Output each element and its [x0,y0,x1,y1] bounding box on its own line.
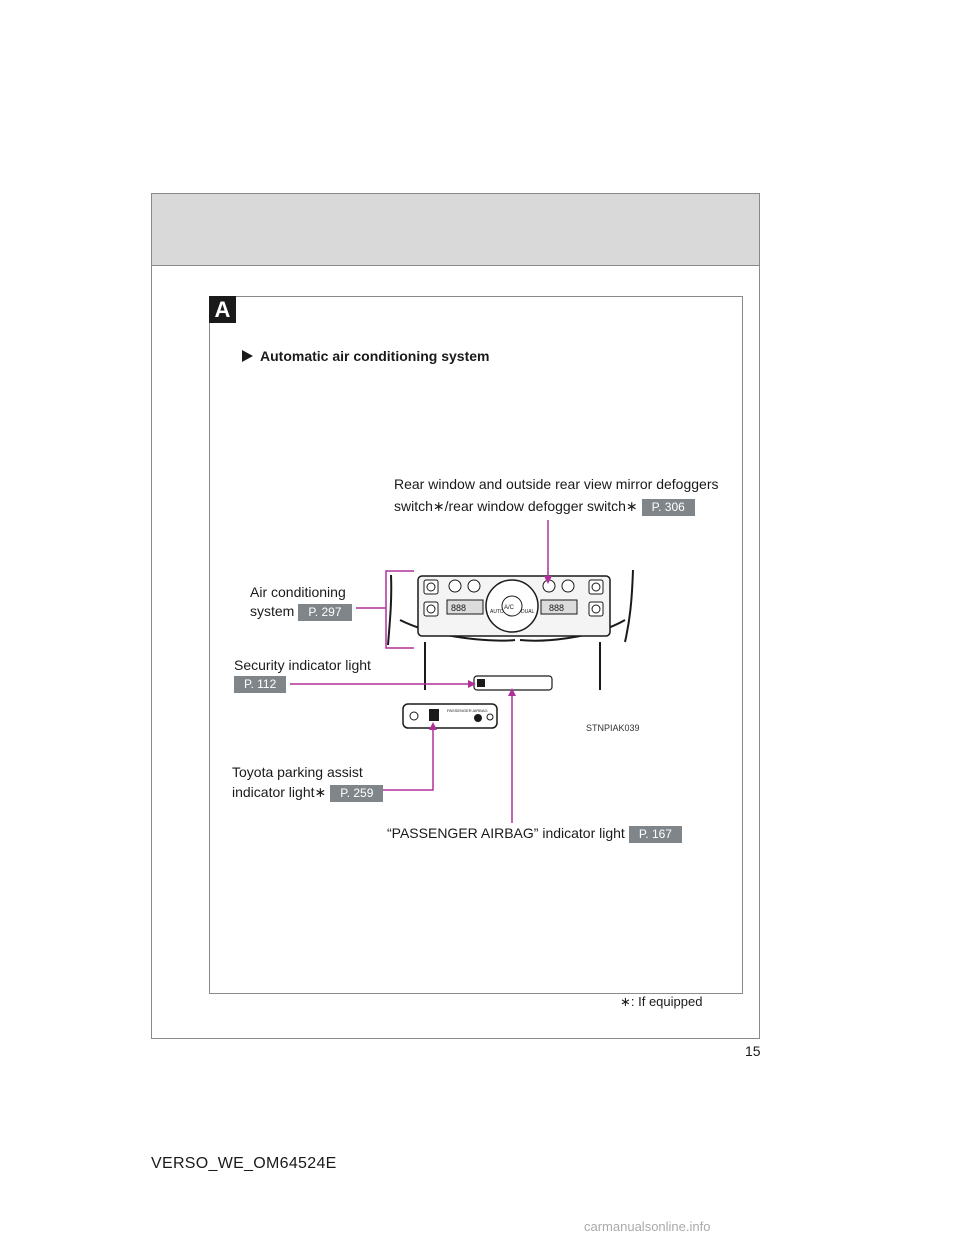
right-temp-controls [588,579,604,617]
dashboard-outline [387,569,634,690]
central-dial [485,579,539,633]
leader-arrowheads [429,576,552,730]
parking-assist-lamp [429,709,439,721]
auto-button-label: AUTO [490,609,504,615]
air-conditioning-page-ref[interactable]: P. 297 [298,603,352,621]
triangle-bullet-icon [242,350,253,362]
ac-button-label: A/C [504,605,515,611]
page-number: 15 [745,1043,761,1059]
left-display-digits: 888 [451,603,466,613]
footnote: ∗: If equipped [620,994,703,1009]
content-panel [209,296,743,994]
rear-defogger-page-ref[interactable]: P. 306 [641,498,695,516]
airbag-lamp [474,714,482,722]
security-light-page-ref[interactable]: P. 112 [234,676,287,693]
right-display [540,599,578,615]
parking-assist-callout-line2: indicator light∗P. 259 [232,781,384,803]
section-heading: Automatic air conditioning system [242,348,489,364]
section-badge: A [209,296,236,323]
dual-button-label: DUAL [521,609,535,615]
document-code: VERSO_WE_OM64524E [151,1155,337,1172]
seatbelt-lamp [486,713,494,721]
air-conditioning-callout-line1: Air conditioning [250,584,346,600]
airbag-indicator-strip [473,675,553,691]
parking-assist-page-ref[interactable]: P. 259 [330,784,384,802]
parking-assist-callout-line1: Toyota parking assist [232,764,363,780]
watermark: carmanualsonline.info [584,1219,711,1234]
passenger-airbag-page-ref[interactable]: P. 167 [628,825,682,843]
leader-lines [290,520,549,823]
page-frame [151,193,760,1039]
heading-text: Automatic air conditioning system [260,348,490,364]
rear-defogger-callout-line2: switch∗/rear window defogger switch∗P. 3… [394,495,695,517]
left-display [446,599,484,615]
header-band [152,194,759,266]
enlarged-indicator-panel [402,703,498,729]
security-light-callout-line1: Security indicator light [234,657,371,673]
rear-defogger-callout-line1: Rear window and outside rear view mirror… [394,476,719,492]
illustration-code: STNPIAK039 [586,723,640,733]
airbag-panel-label: PASSENGER AIRBAG [447,708,488,713]
left-temp-controls [423,579,439,617]
security-light-lamp [409,711,419,721]
right-display-digits: 888 [549,603,564,613]
security-light-icon [477,679,485,687]
top-buttons [448,579,575,593]
